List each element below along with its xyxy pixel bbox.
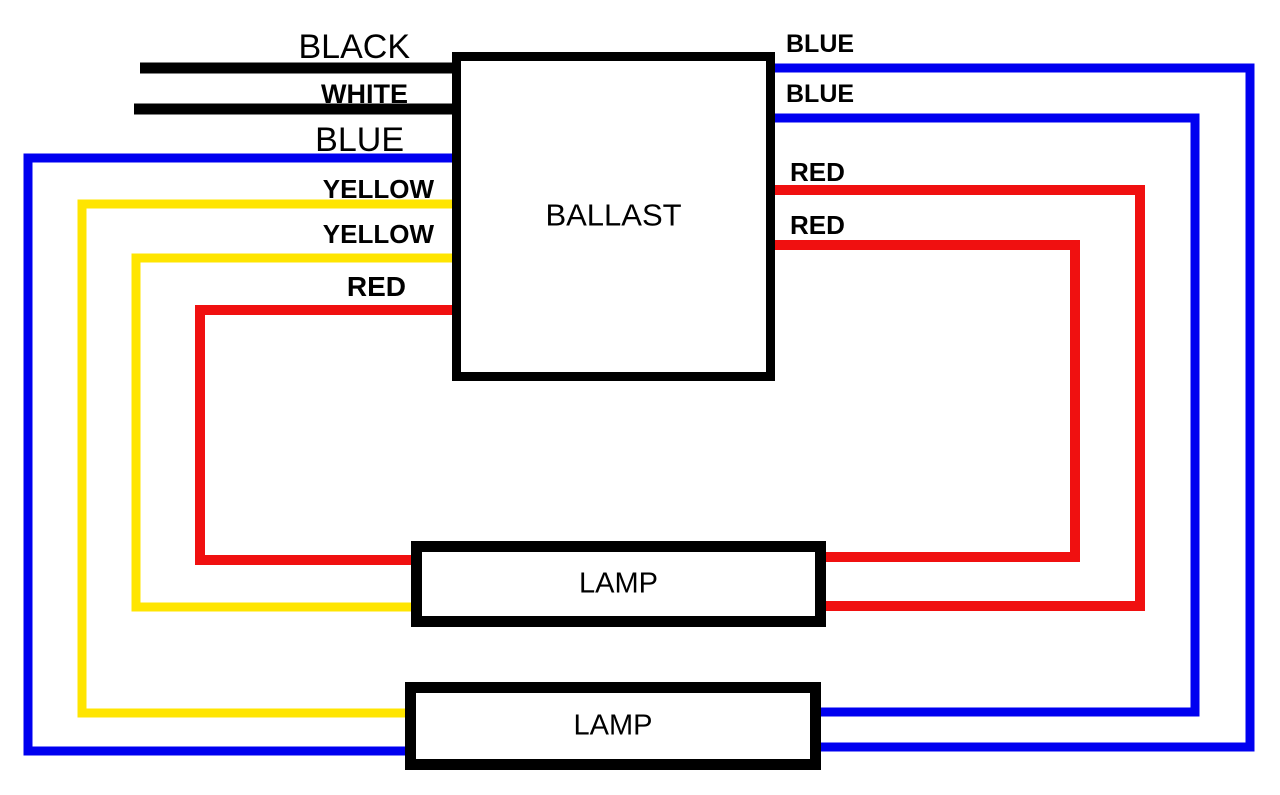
lamp-top-box: [411, 541, 826, 627]
wires-layer: [23, 62, 1255, 756]
wire-labels-layer: BLACK WHITE BLUE YELLOW YELLOW RED BLUE BLUE RED…: [299, 28, 855, 302]
lamp-bottom-label: LAMP: [574, 710, 653, 742]
lamp-top-label: LAMP: [579, 568, 658, 600]
components-layer: BALLAST LAMP LAMP: [405, 52, 826, 770]
ballast-box: [452, 52, 775, 381]
lamp-bottom-box: [405, 682, 821, 770]
red-wire-ballast-to-lamp-top-bottom-right: [772, 185, 1145, 611]
wire-label-right-3-red: RED: [790, 210, 845, 240]
red-wire-ballast-to-lamp-top-left: [195, 305, 456, 565]
wire-label-left-5-red: RED: [347, 271, 406, 302]
wire-label-left-4-yellow: YELLOW: [323, 219, 435, 249]
red-wire-ballast-to-lamp-top-right: [772, 240, 1080, 562]
wire-label-left-3-yellow: YELLOW: [323, 174, 435, 204]
yellow-wire-ballast-to-lamp-bottom-top-left: [77, 199, 456, 718]
wire-label-left-2-blue: BLUE: [315, 121, 404, 159]
blue-wire-ballast-to-lamp-bottom-top-right: [772, 113, 1200, 717]
ballast-label: BALLAST: [545, 198, 681, 233]
wire-label-right-1-blue: BLUE: [786, 80, 854, 108]
wire-label-left-1-white: WHITE: [321, 79, 408, 109]
wire-label-right-2-red: RED: [790, 157, 845, 187]
yellow-wire-ballast-to-lamp-top-bottom-left: [131, 253, 456, 612]
blue-wire-ballast-to-lamp-bottom-bottom-right: [772, 63, 1255, 752]
blue-wire-ballast-to-lamp-bottom-left: [23, 153, 456, 756]
wire-label-left-0-black: BLACK: [299, 28, 411, 66]
wire-label-right-0-blue: BLUE: [786, 30, 854, 58]
